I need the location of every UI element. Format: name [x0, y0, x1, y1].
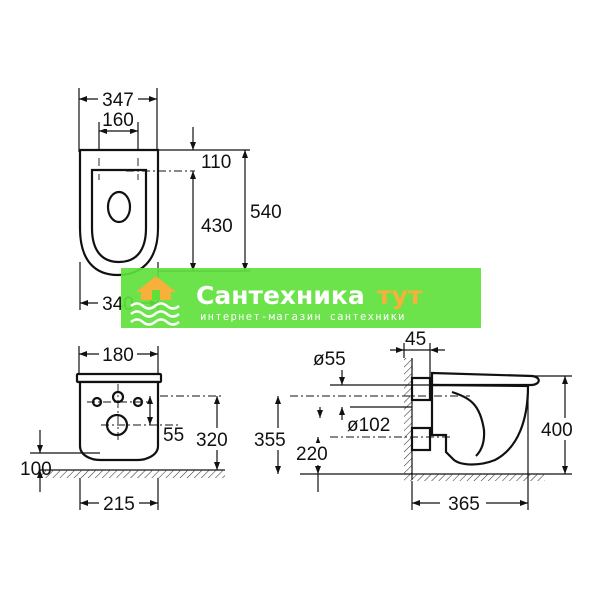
top-view-seat-opening [90, 168, 148, 264]
dim-180-label: 180 [102, 345, 134, 366]
dim-45: 45 [390, 329, 445, 353]
dim-160: 160 [99, 110, 138, 134]
watermark: Сантехника тут интернет-магазин сантехни… [121, 268, 481, 328]
svg-text:Сантехника тут: Сантехника тут [196, 281, 423, 310]
side-view-inlet [410, 376, 432, 402]
dim-55: 55 [147, 396, 184, 446]
front-view-outline [78, 380, 160, 462]
dim-347-label: 347 [102, 90, 134, 111]
dim-180: 180 [79, 344, 158, 366]
dim-355: 355 [252, 396, 296, 474]
front-view-floor [40, 470, 225, 478]
dim-540-label: 540 [250, 202, 282, 223]
dim-215: 215 [80, 493, 158, 515]
dim-347: 347 [79, 88, 157, 111]
front-view: 180 55 320 [20, 344, 238, 515]
top-view-outline [78, 148, 160, 277]
dim-45-label: 45 [405, 329, 426, 350]
front-view-seat [75, 372, 163, 384]
top-view: 347 160 110 430 [78, 88, 282, 315]
dim-d102-label: ø102 [347, 415, 390, 436]
dim-110: 110 [190, 127, 231, 190]
dim-540: 540 [242, 150, 282, 271]
side-view-bowl [430, 383, 530, 466]
dim-100: 100 [20, 430, 52, 492]
dim-430-label: 430 [201, 216, 233, 237]
watermark-band [121, 268, 481, 328]
dim-55-label: 55 [163, 425, 184, 446]
dim-d55: ø55 [313, 349, 346, 420]
side-view-outlet [410, 426, 432, 452]
watermark-title: Сантехника [196, 281, 365, 310]
dim-400: 400 [540, 376, 586, 474]
side-view-trap [451, 390, 486, 457]
dim-220-label: 220 [296, 444, 328, 465]
dim-365-label: 365 [448, 494, 480, 515]
dim-365: 365 [412, 493, 528, 515]
dim-160-label: 160 [102, 110, 134, 131]
dim-355-label: 355 [254, 430, 286, 451]
dim-215-label: 215 [103, 494, 135, 515]
side-view: 45 ø55 ø102 [252, 329, 586, 515]
dim-d55-label: ø55 [313, 349, 346, 370]
dim-430: 430 [190, 190, 243, 271]
watermark-logo-icon [130, 276, 180, 326]
dim-320: 320 [196, 396, 238, 470]
dim-220: 220 [296, 437, 340, 492]
dim-400-label: 400 [541, 420, 573, 441]
dim-110-label: 110 [201, 152, 231, 173]
side-view-wall [404, 358, 412, 474]
side-view-floor [404, 474, 545, 481]
dim-d102: ø102 [317, 407, 390, 436]
watermark-title-accent: тут [377, 281, 423, 310]
watermark-subtitle: интернет-магазин сантехники [200, 311, 406, 323]
dim-320-label: 320 [196, 430, 228, 451]
side-view-seat [430, 371, 540, 387]
dim-100-label: 100 [20, 459, 52, 480]
top-view-bowl-opening [106, 190, 132, 224]
